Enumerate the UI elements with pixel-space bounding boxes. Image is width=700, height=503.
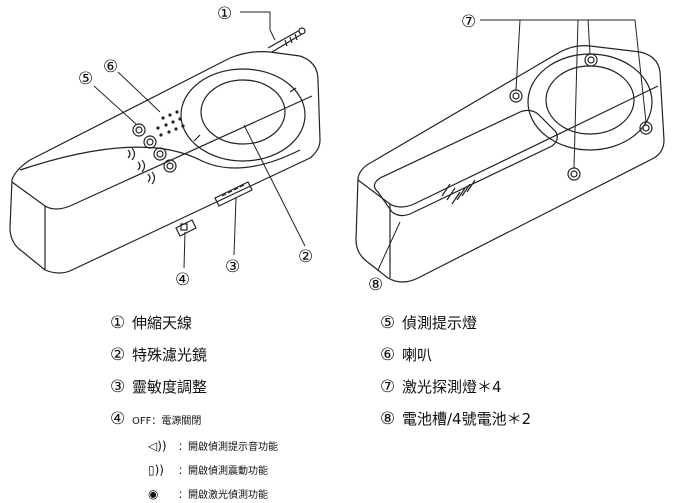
- mode-switch: [175, 219, 197, 237]
- callout-6: ⑥: [103, 57, 118, 77]
- back-device-body: [355, 45, 665, 283]
- eye-icon: ◉: [148, 487, 159, 501]
- vibrate-icon: ▯)): [148, 463, 164, 477]
- battery-cover-grip: [441, 179, 476, 205]
- callout-2: ②: [298, 247, 313, 267]
- callout-1: ①: [217, 4, 232, 24]
- back-lens: [527, 53, 653, 151]
- front-leader-lines: [93, 11, 306, 269]
- front-device-body: [9, 51, 321, 274]
- callout-4: ④: [175, 270, 190, 290]
- callout-7: ⑦: [461, 12, 476, 32]
- mode-sound: ◁))：開啟偵測提示音功能: [148, 439, 278, 453]
- callout-8: ⑧: [368, 275, 383, 295]
- indicator-leds: [127, 123, 177, 185]
- back-leader-lines: [377, 19, 647, 271]
- mode-vibrate: ▯))：開啟偵測震動功能: [148, 463, 268, 477]
- filter-lens: [180, 68, 306, 162]
- device-illustration: ① ⑤ ⑥ ② ③ ④ ⑦ ⑧: [9, 4, 665, 295]
- sensitivity-slider: [214, 181, 253, 207]
- mode-laser: ◉：開啟激光偵測功能: [148, 487, 268, 501]
- speaker-grill: [156, 110, 185, 137]
- antenna: [267, 27, 306, 53]
- speaker-icon: ◁)): [148, 439, 167, 453]
- callout-5: ⑤: [78, 69, 93, 89]
- callout-3: ③: [225, 257, 240, 277]
